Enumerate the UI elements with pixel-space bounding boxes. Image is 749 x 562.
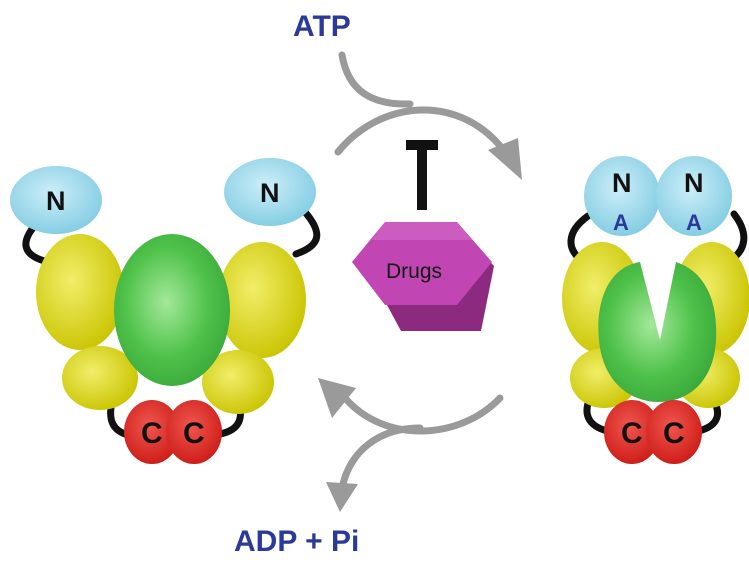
right-green-core [598, 262, 717, 402]
right-c-domain-left [604, 400, 660, 464]
upper-forward-arrowhead [488, 138, 522, 180]
atp-label: ATP [293, 10, 351, 43]
inhibition-symbol [406, 140, 438, 210]
left-middle-domain-lower-left [62, 346, 138, 410]
right-n-right-letter: N [684, 168, 704, 198]
left-c-left-letter: C [141, 417, 163, 450]
right-c-right-letter: C [663, 417, 685, 450]
adp-outgoing-arrowhead [326, 482, 358, 512]
right-n-domain-left [584, 156, 660, 236]
left-n-right-letter: N [260, 178, 280, 208]
right-a-right-letter: A [686, 210, 702, 235]
right-closed-state: N A N A C C [562, 156, 749, 464]
left-c-domain-right [166, 400, 222, 464]
drug-label: Drugs [386, 260, 442, 283]
right-n-domain-right [656, 156, 732, 236]
left-middle-domain-lower-right [202, 350, 274, 414]
left-green-core [114, 234, 230, 386]
left-c-domain-left [124, 400, 180, 464]
cycle-arrows [318, 51, 522, 512]
right-a-left-letter: A [613, 210, 629, 235]
right-n-left-letter: N [612, 168, 632, 198]
lower-return-arrow [341, 394, 504, 435]
left-n-left-letter: N [46, 186, 66, 216]
atp-incoming-arrow [338, 51, 414, 108]
upper-forward-arrow [334, 106, 509, 156]
right-c-left-letter: C [621, 417, 643, 450]
drug-hexagon: Drugs [352, 222, 494, 331]
lower-return-arrowhead [318, 378, 356, 418]
left-middle-domain-upper-left [36, 234, 124, 350]
adp-pi-label: ADP + Pi [234, 525, 359, 558]
left-n-domain-right [224, 158, 316, 226]
left-open-state: N N C C [10, 158, 321, 464]
left-c-right-letter: C [183, 417, 205, 450]
right-c-domain-right [646, 400, 702, 464]
left-middle-domain-upper-right [218, 242, 306, 358]
left-n-domain-left [10, 166, 102, 234]
adp-outgoing-arrow [338, 424, 424, 492]
left-linker-right [292, 208, 321, 258]
